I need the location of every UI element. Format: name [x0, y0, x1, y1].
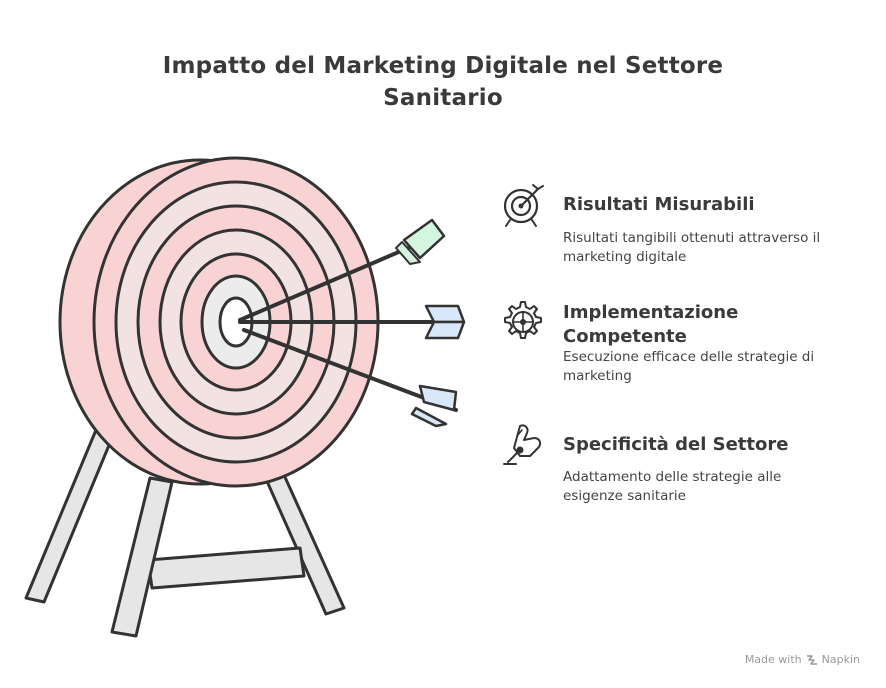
stand-crossbar: [146, 546, 306, 590]
target-stand: [24, 428, 346, 638]
item-implementazione-competente: Implementazione Competente Esecuzione ef…: [500, 299, 870, 389]
arrow-bottom: [242, 328, 458, 428]
title-line-2: Sanitario: [383, 85, 503, 111]
stand-front-leg: [110, 476, 174, 638]
page-title: Impatto del Marketing Digitale nel Setto…: [0, 50, 886, 114]
napkin-logo-icon: [806, 654, 817, 665]
stand-left-leg: [24, 428, 114, 604]
item-description: Esecuzione efficace delle strategie di m…: [563, 349, 815, 384]
footer-attribution: Made with Napkin: [745, 653, 860, 666]
item-specificita-settore: Specificità del Settore Adattamento dell…: [500, 422, 870, 512]
target-icon: [503, 184, 544, 227]
stand-back-leg: [260, 464, 346, 616]
item-description: Risultati tangibili ottenuti attraverso …: [563, 230, 821, 265]
item-heading: Risultati Misurabili: [563, 194, 755, 215]
arrow-middle: [238, 304, 466, 340]
item-heading: Specificità del Settore: [563, 434, 789, 455]
arrow-top: [238, 218, 446, 322]
gear-icon: [504, 301, 542, 339]
item-description: Adattamento delle strategie alle esigenz…: [563, 469, 782, 504]
item-heading: Implementazione Competente: [563, 302, 739, 347]
hand-pointer-icon: [503, 424, 542, 465]
item-risultati-misurabili: Risultati Misurabili Risultati tangibili…: [500, 182, 870, 272]
title-line-1: Impatto del Marketing Digitale nel Setto…: [162, 53, 724, 79]
made-with-text: Made with: [744, 653, 802, 666]
brand-text: Napkin: [821, 653, 860, 666]
